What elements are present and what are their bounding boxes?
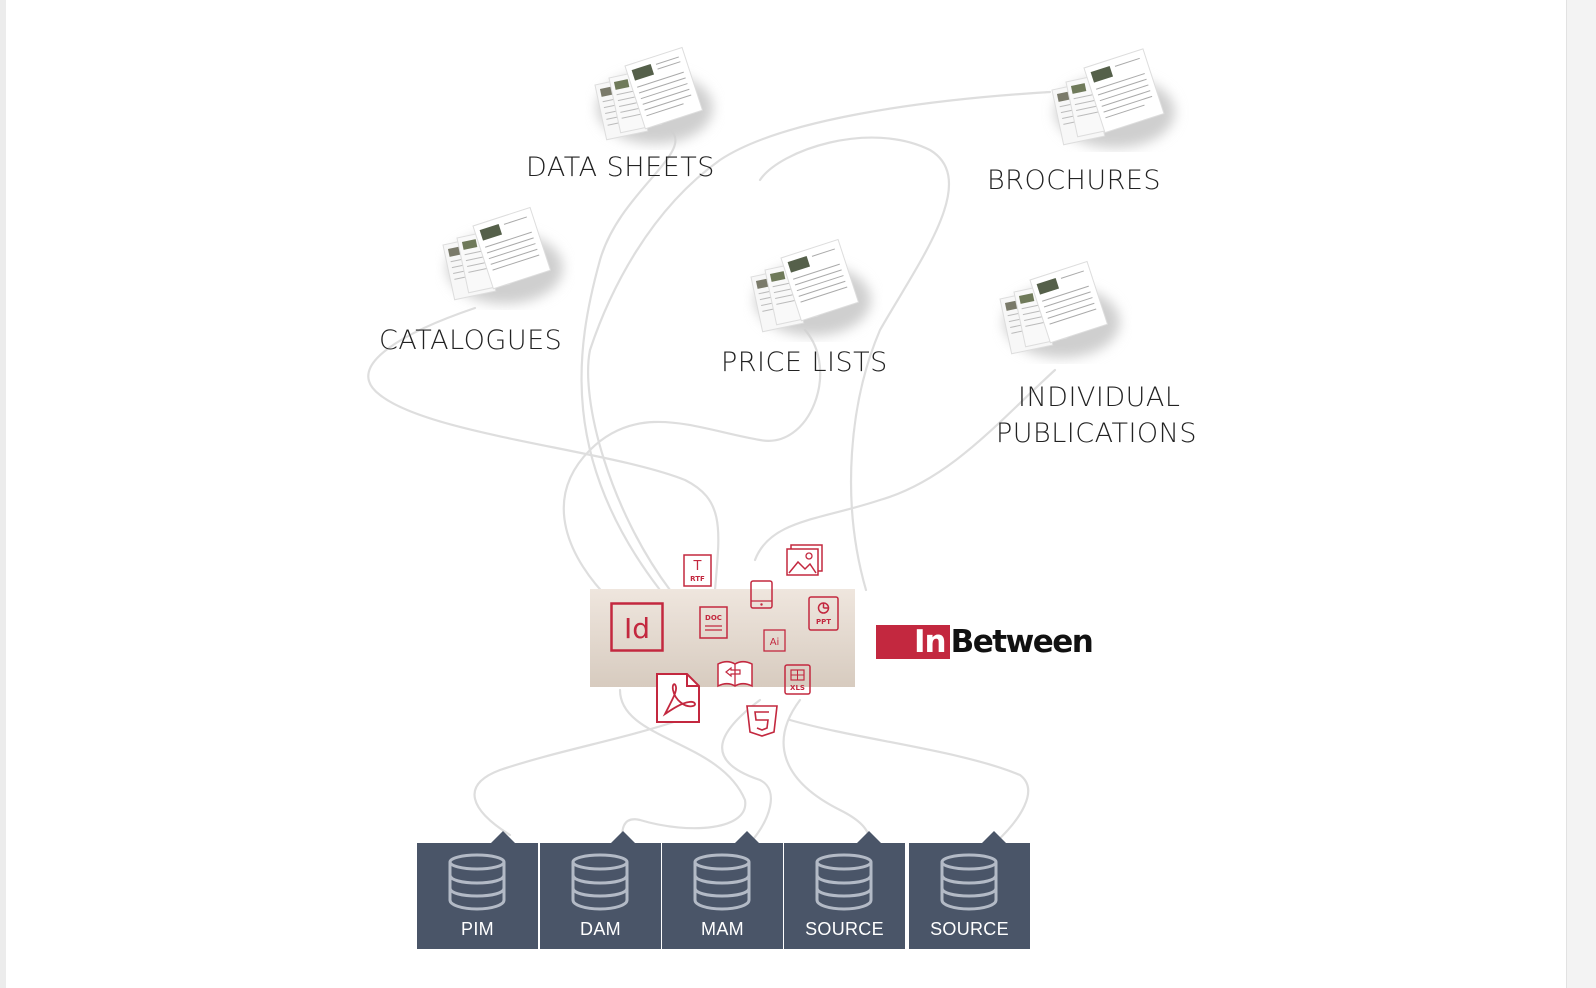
image-icon [786, 544, 823, 576]
source-label: SOURCE [930, 919, 1009, 939]
logo-between: Between [950, 624, 1094, 660]
curve-individual [753, 368, 1057, 562]
document-stack-catalogues [442, 206, 563, 304]
curve-mam [721, 698, 772, 845]
source-box-dam: DAM [540, 831, 661, 949]
ebook-icon [717, 661, 753, 688]
curve-pim [473, 718, 682, 837]
ppt-icon: PPT [808, 596, 839, 631]
source-box-mam: MAM [662, 831, 783, 949]
label-publications: PUBLICATIONS [996, 418, 1197, 449]
label-individual: INDIVIDUAL [1018, 382, 1181, 413]
source-box-pim: PIM [417, 831, 538, 949]
document-stack-individual [999, 260, 1120, 358]
curve-dam [618, 688, 747, 845]
indesign-icon: Id [610, 602, 664, 652]
curve-source1 [782, 698, 872, 845]
curve-pricelists [562, 328, 822, 602]
label-price-lists: PRICE LISTS [721, 347, 888, 378]
rtf-icon: T RTF [683, 554, 712, 587]
database-icon [940, 853, 998, 911]
svg-text:Id: Id [624, 612, 650, 645]
curve-source2 [788, 718, 1030, 845]
curve-catalogues [367, 306, 720, 592]
document-stack-brochures [1051, 48, 1175, 148]
right-scrollbar-area [1566, 0, 1596, 988]
curve-brochures [587, 90, 1052, 592]
source-label: SOURCE [805, 919, 884, 939]
tablet-icon [750, 580, 773, 609]
curve-datasheets [580, 126, 677, 592]
database-icon [448, 853, 506, 911]
database-icon [693, 853, 751, 911]
source-label: MAM [701, 919, 744, 939]
left-frame-edge [0, 0, 6, 988]
curve-loop-top [758, 136, 951, 592]
database-icon [815, 853, 873, 911]
illustrator-icon: Ai [763, 629, 786, 652]
svg-text:XLS: XLS [790, 684, 805, 692]
svg-text:PPT: PPT [816, 618, 831, 626]
xls-icon: XLS [784, 664, 811, 695]
logo-in: In [876, 625, 950, 659]
source-label: PIM [461, 919, 494, 939]
svg-text:DOC: DOC [705, 614, 722, 622]
source-box-source-2: SOURCE [909, 831, 1030, 949]
document-stack-pricelists [750, 238, 871, 336]
doc-icon: DOC [699, 606, 728, 639]
label-data-sheets: DATA SHEETS [526, 152, 715, 183]
svg-text:Ai: Ai [770, 637, 780, 648]
pdf-icon [656, 673, 700, 723]
svg-text:T: T [693, 559, 702, 574]
svg-text:RTF: RTF [690, 575, 705, 583]
html5-icon [746, 705, 778, 737]
label-catalogues: CATALOGUES [379, 325, 563, 356]
source-label: DAM [580, 919, 621, 939]
document-stack-datasheets [594, 46, 713, 144]
label-brochures: BROCHURES [987, 165, 1162, 196]
source-box-source-1: SOURCE [784, 831, 905, 949]
database-icon [571, 853, 629, 911]
